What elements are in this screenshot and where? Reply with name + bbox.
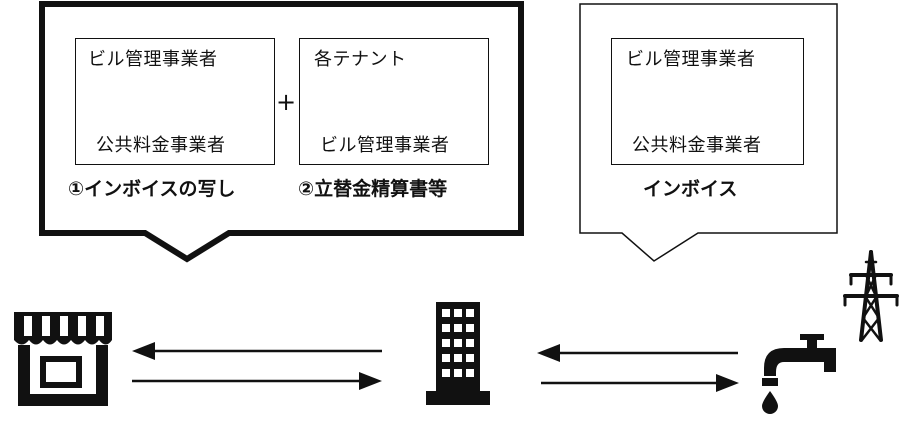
settlement-recipient: ビル管理事業者 [320,135,450,156]
settlement-issuer: 各テナント [314,49,407,70]
water-faucet-icon [762,334,836,414]
invoice-caption: インボイス [643,178,738,200]
settlement-caption: ②立替金精算書等 [298,178,448,200]
office-building-icon [426,302,490,405]
settlement-document: 各テナント ビル管理事業者 [299,38,489,165]
store-icon [14,312,112,406]
arrow-building-to-utility [541,374,739,392]
arrow-utility-to-building [537,344,738,362]
invoice-issuer: ビル管理事業者 [626,49,756,70]
invoice-recipient: 公共料金事業者 [632,135,762,156]
plus-sign: + [276,88,297,116]
arrow-building-to-store [132,342,382,360]
invoice-copy-caption: ①インボイスの写し [68,178,236,200]
invoice-document: ビル管理事業者 公共料金事業者 [611,38,804,165]
invoice-copy-issuer: ビル管理事業者 [88,49,218,70]
arrow-store-to-building [132,372,382,390]
invoice-copy-document: ビル管理事業者 公共料金事業者 [75,38,275,165]
invoice-copy-recipient: 公共料金事業者 [96,135,226,156]
power-tower-icon [843,250,899,342]
